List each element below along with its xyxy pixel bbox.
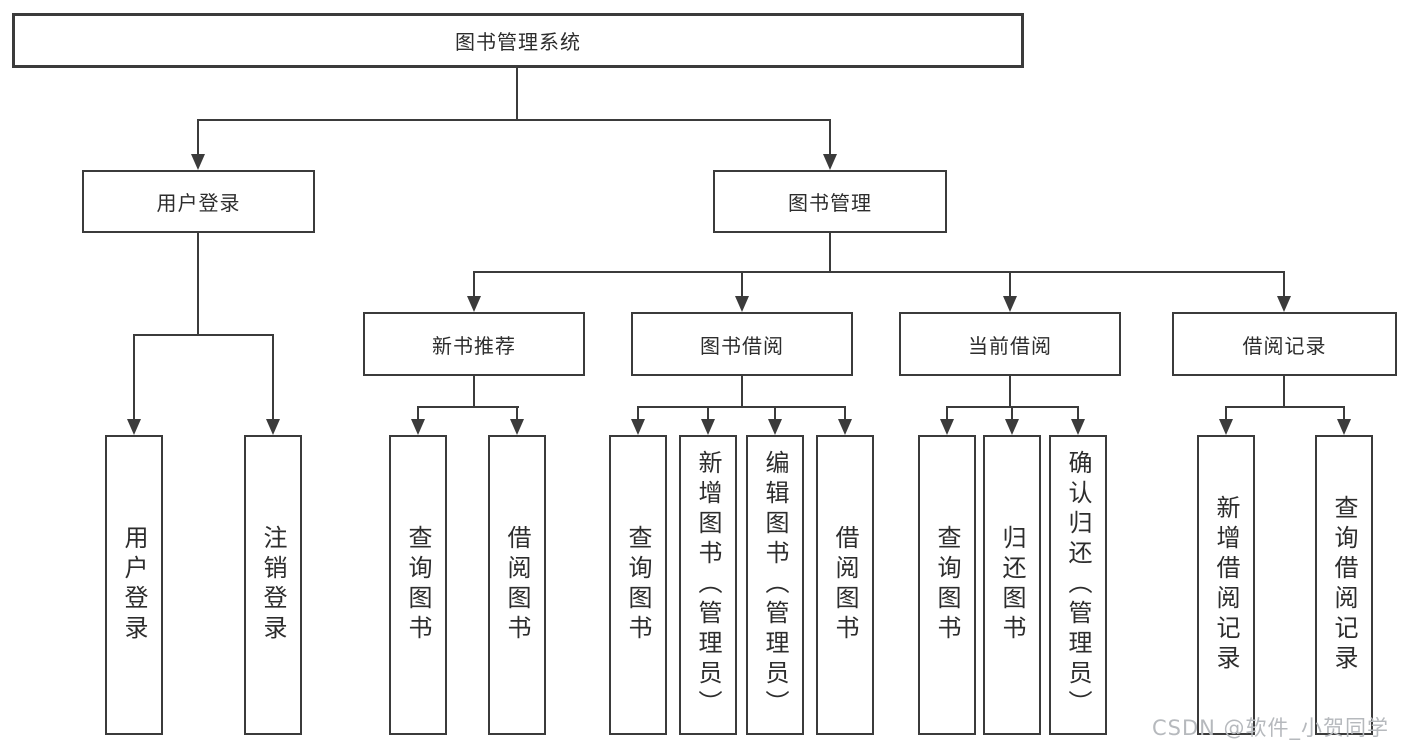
connector-borrow-rail [637,406,846,408]
node-current-borrowing: 当前借阅 [899,312,1121,376]
leaf-records-add-record: 新增借阅记录 [1197,435,1255,735]
arrow-down-icon [838,419,852,435]
node-borrowing-records: 借阅记录 [1172,312,1397,376]
connector-stub [946,406,948,419]
leaf-current-return-books: 归还图书 [983,435,1041,735]
leaf-newrec-borrow-books: 借阅图书 [488,435,546,735]
connector-stub [1011,406,1013,419]
leaf-current-query-books: 查询图书 [918,435,976,735]
connector-newrec-rail [417,406,519,408]
leaf-label: 借阅图书 [503,525,531,645]
arrow-down-icon [1005,419,1019,435]
connector-records-rail [1225,406,1345,408]
arrow-down-icon [1337,419,1351,435]
connector-newrec-drop [473,376,475,408]
connector-stub [774,406,776,419]
arrow-down-icon [940,419,954,435]
leaf-label: 注销登录 [259,525,287,645]
connector-stub [133,334,135,419]
connector-current-drop [1009,376,1011,408]
connector-userlogin-drop [197,233,199,336]
connector-stub [516,406,518,419]
node-root: 图书管理系统 [12,13,1024,68]
leaf-label: 新增图书（管理员） [694,450,722,720]
arrow-down-icon [266,419,280,435]
connector-stub [197,119,199,155]
connector-stub [1343,406,1345,419]
node-book-management: 图书管理 [713,170,947,233]
connector-stub [741,271,743,296]
leaf-user-login: 用户登录 [105,435,163,735]
connector-stub [1225,406,1227,419]
leaf-current-confirm-return-admin: 确认归还（管理员） [1049,435,1107,735]
connector-userlogin-rail [133,334,274,336]
leaf-newrec-query-books: 查询图书 [389,435,447,735]
leaf-label: 确认归还（管理员） [1064,450,1092,720]
connector-stub [417,406,419,419]
arrow-down-icon [1003,296,1017,312]
arrow-down-icon [411,419,425,435]
arrow-down-icon [191,154,205,170]
leaf-borrow-add-books-admin: 新增图书（管理员） [679,435,737,735]
arrow-down-icon [735,296,749,312]
arrow-down-icon [1219,419,1233,435]
arrow-down-icon [510,419,524,435]
connector-stub [1283,271,1285,296]
leaf-label: 查询借阅记录 [1330,495,1358,675]
leaf-label: 新增借阅记录 [1212,495,1240,675]
connector-borrow-drop [741,376,743,408]
arrow-down-icon [1277,296,1291,312]
connector-records-drop [1283,376,1285,408]
arrow-down-icon [127,419,141,435]
leaf-borrow-borrow-books: 借阅图书 [816,435,874,735]
arrow-down-icon [768,419,782,435]
arrow-down-icon [467,296,481,312]
connector-bookmgmt-drop [829,233,831,273]
connector-stub [637,406,639,419]
leaf-label: 借阅图书 [831,525,859,645]
node-user-login: 用户登录 [82,170,315,233]
leaf-label: 查询图书 [933,525,961,645]
leaf-logout: 注销登录 [244,435,302,735]
connector-stub [1077,406,1079,419]
arrow-down-icon [631,419,645,435]
leaf-records-query-record: 查询借阅记录 [1315,435,1373,735]
connector-stub [844,406,846,419]
leaf-label: 查询图书 [404,525,432,645]
node-new-book-recommend: 新书推荐 [363,312,585,376]
arrow-down-icon [701,419,715,435]
node-book-borrowing: 图书借阅 [631,312,853,376]
leaf-label: 编辑图书（管理员） [761,450,789,720]
leaf-label: 用户登录 [120,525,148,645]
connector-stub [272,334,274,419]
connector-stub [707,406,709,419]
connector-root-rail [197,119,831,121]
connector-stub [829,119,831,155]
connector-root-drop [516,68,518,121]
arrow-down-icon [823,154,837,170]
leaf-borrow-query-books: 查询图书 [609,435,667,735]
connector-stub [1009,271,1011,296]
leaf-label: 查询图书 [624,525,652,645]
connector-bookmgmt-rail [473,271,1285,273]
csdn-watermark: CSDN @软件_小贺同学 [1152,716,1390,740]
connector-stub [473,271,475,296]
arrow-down-icon [1071,419,1085,435]
leaf-borrow-edit-books-admin: 编辑图书（管理员） [746,435,804,735]
leaf-label: 归还图书 [998,525,1026,645]
